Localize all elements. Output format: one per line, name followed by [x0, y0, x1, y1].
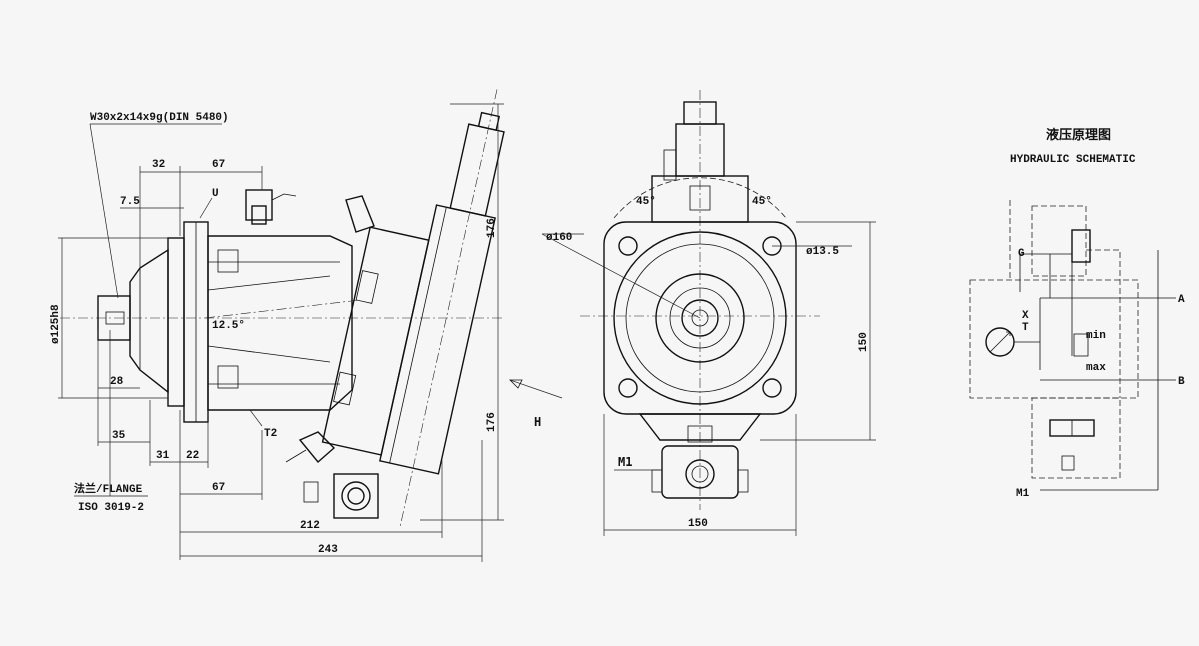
dim-dia-13-5: ø13.5 [806, 246, 839, 258]
port-x-label: X [1022, 310, 1029, 322]
side-view: W30x2x14x9g(DIN 5480) 32 67 7.5 U ø125h8… [50, 89, 563, 562]
port-m1-schematic-label: M1 [1016, 488, 1030, 500]
view-h-label: H [534, 415, 541, 429]
dim-28: 28 [110, 376, 124, 388]
dim-176-top: 176 [486, 218, 498, 238]
min-label: min [1086, 330, 1106, 342]
port-t2-label: T2 [264, 428, 277, 440]
front-view: ø160 ø13.5 45° 45° 150 150 M1 [541, 90, 876, 536]
flange-cn-label: 法兰/FLANGE [74, 481, 143, 496]
dim-150-height: 150 [858, 332, 870, 352]
schematic-title-en: HYDRAULIC SCHEMATIC [1010, 154, 1136, 166]
port-a-label: A [1178, 294, 1185, 306]
dim-22: 22 [186, 450, 199, 462]
port-b-label: B [1178, 376, 1185, 388]
dim-32: 32 [152, 159, 165, 171]
port-u-label: U [212, 188, 219, 200]
port-g-label: G [1018, 248, 1025, 260]
hydraulic-schematic: 液压原理图 HYDRAULIC SCHEMATIC G A B M1 T X [969, 127, 1185, 500]
dim-angle: 12.5° [212, 320, 245, 332]
dim-176-bottom: 176 [486, 412, 498, 432]
port-t-label: T [1022, 322, 1029, 334]
dim-45-right: 45° [752, 196, 772, 208]
dim-67-top: 67 [212, 159, 225, 171]
flange-iso-label: ISO 3019-2 [78, 502, 144, 514]
dim-212: 212 [300, 520, 320, 532]
max-label: max [1086, 362, 1106, 374]
dim-7-5: 7.5 [120, 196, 140, 208]
dim-35: 35 [112, 430, 126, 442]
dim-dia-160: ø160 [546, 232, 572, 244]
dim-dia-125: ø125h8 [50, 304, 62, 344]
dim-243: 243 [318, 544, 338, 556]
port-m1-label: M1 [618, 455, 632, 469]
dim-150-width: 150 [688, 518, 708, 530]
spline-label: W30x2x14x9g(DIN 5480) [90, 112, 229, 124]
dim-31: 31 [156, 450, 170, 462]
dim-67-bottom: 67 [212, 482, 225, 494]
dim-45-left: 45° [636, 196, 656, 208]
schematic-title-cn: 液压原理图 [1046, 127, 1111, 142]
